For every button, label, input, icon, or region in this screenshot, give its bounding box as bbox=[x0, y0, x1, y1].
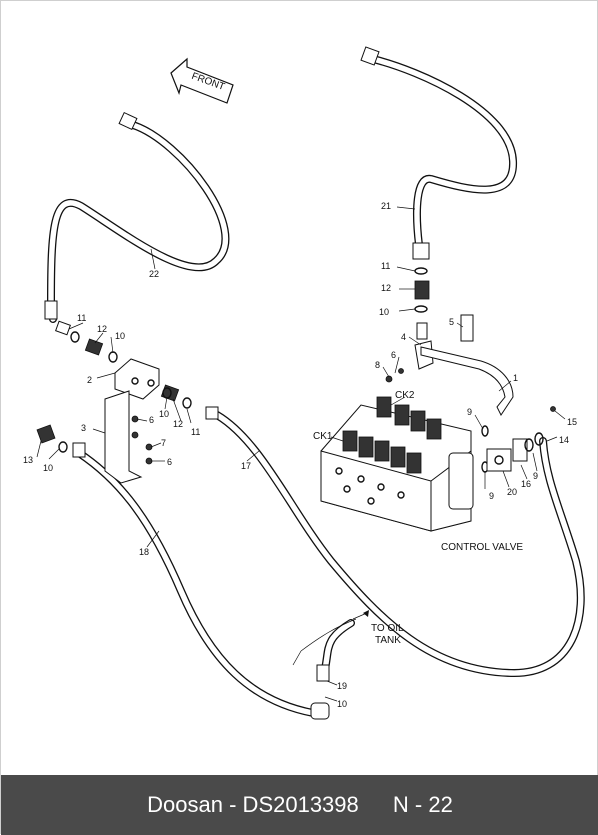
callout-1: 1 bbox=[513, 373, 518, 383]
callout-12a: 12 bbox=[97, 324, 107, 334]
callout-10d: 10 bbox=[43, 463, 53, 473]
callout-10a: 10 bbox=[115, 331, 125, 341]
hose-18 bbox=[75, 449, 317, 717]
callout-11c: 11 bbox=[381, 261, 390, 271]
callout-22: 22 bbox=[149, 269, 159, 279]
callout-4: 4 bbox=[401, 332, 406, 342]
footer-brand-id: Doosan - DS2013398 bbox=[147, 792, 359, 817]
control-valve bbox=[320, 396, 474, 532]
callout-15: 15 bbox=[567, 417, 577, 427]
fittings-left bbox=[36, 320, 219, 465]
callout-8: 8 bbox=[375, 360, 380, 370]
callout-12c: 12 bbox=[381, 283, 391, 293]
hydraulic-parts-diagram: FRONT bbox=[23, 46, 585, 720]
callout-10b: 10 bbox=[159, 409, 169, 419]
callout-16: 16 bbox=[521, 479, 531, 489]
footer-page-number: N - 22 bbox=[392, 792, 453, 817]
front-direction-arrow: FRONT bbox=[170, 57, 234, 104]
callout-17: 17 bbox=[241, 461, 251, 471]
leader-lines bbox=[36, 206, 566, 702]
callout-6c: 6 bbox=[167, 457, 172, 467]
oil-tank-label-line2: TANK bbox=[375, 635, 401, 646]
callout-9c: 9 bbox=[533, 471, 538, 481]
callout-6b: 6 bbox=[391, 350, 396, 360]
callout-6a: 6 bbox=[149, 415, 154, 425]
hose-17 bbox=[213, 411, 585, 678]
callout-2: 2 bbox=[87, 375, 92, 385]
callout-5: 5 bbox=[449, 317, 454, 327]
callout-3: 3 bbox=[81, 423, 86, 433]
ck1-label: CK1 bbox=[313, 431, 333, 442]
text-labels: CONTROL VALVE TO OIL TANK CK1 CK2 bbox=[313, 390, 523, 646]
oil-tank-label-line1: TO OIL bbox=[371, 623, 404, 634]
hose-21 bbox=[360, 46, 518, 260]
bracket-3 bbox=[104, 390, 143, 484]
footer-bar: Doosan - DS2013398 N - 22 bbox=[1, 775, 598, 835]
callout-11b: 11 bbox=[191, 427, 200, 437]
callout-14: 14 bbox=[559, 435, 569, 445]
callout-10c: 10 bbox=[379, 307, 389, 317]
ck2-label: CK2 bbox=[395, 390, 415, 401]
callout-11a: 11 bbox=[77, 313, 86, 323]
control-valve-label: CONTROL VALVE bbox=[441, 542, 523, 553]
callout-7: 7 bbox=[161, 438, 166, 448]
callout-18: 18 bbox=[139, 547, 149, 557]
callout-20: 20 bbox=[507, 487, 517, 497]
block-2 bbox=[114, 358, 160, 400]
callout-21: 21 bbox=[381, 201, 391, 211]
callout-10e: 10 bbox=[337, 699, 347, 709]
callout-9a: 9 bbox=[467, 407, 472, 417]
hose-22 bbox=[44, 111, 230, 323]
callout-12b: 12 bbox=[173, 419, 183, 429]
oil-tank-pipe bbox=[292, 610, 369, 720]
callout-13: 13 bbox=[23, 455, 33, 465]
callout-numbers: 1 2 3 4 5 6 6 6 7 8 9 9 9 10 10 10 10 10… bbox=[23, 201, 577, 709]
callout-19: 19 bbox=[337, 681, 347, 691]
callout-9b: 9 bbox=[489, 491, 494, 501]
